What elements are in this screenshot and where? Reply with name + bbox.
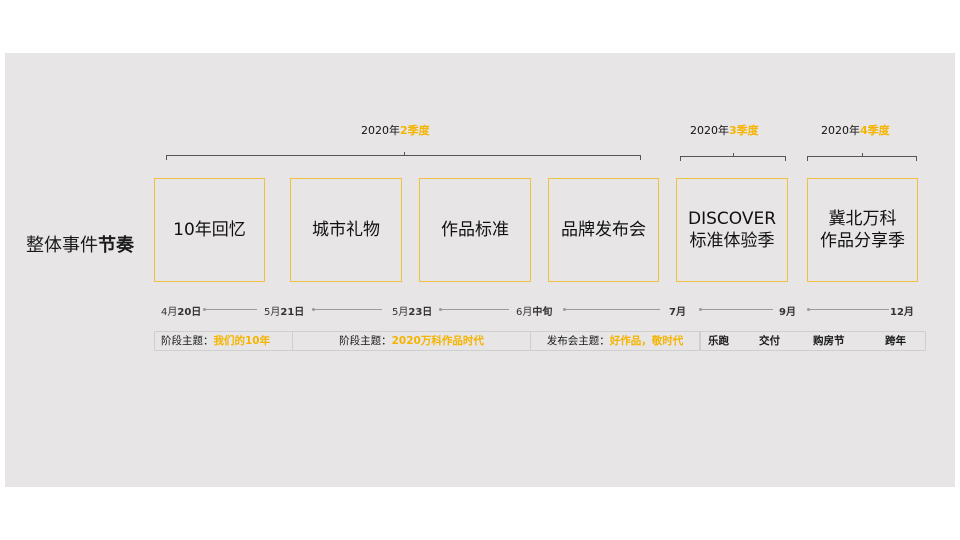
timeline-line — [203, 307, 257, 311]
theme-cell-phase1: 阶段主题：我们的10年 — [155, 332, 293, 350]
slide-panel — [5, 53, 955, 487]
event-box-city-gift: 城市礼物 — [290, 178, 402, 282]
date-apr20: 4月20日 — [161, 307, 202, 318]
activity-run: 乐跑 — [708, 335, 729, 347]
date-dec: 12月 — [890, 307, 914, 318]
timeline-line — [807, 307, 889, 311]
activity-delivery: 交付 — [759, 335, 780, 347]
quarter-label-q4: 2020年4季度 — [821, 124, 890, 137]
bracket-q2 — [166, 152, 641, 160]
event-box-jibei-vanke: 冀北万科作品分享季 — [807, 178, 918, 282]
timeline-line — [699, 307, 773, 311]
date-may21: 5月21日 — [264, 307, 305, 318]
quarter-label-q2: 2020年2季度 — [361, 124, 430, 137]
date-jun-mid: 6月中旬 — [516, 307, 553, 318]
event-box-10yr-memory: 10年回忆 — [154, 178, 265, 282]
theme-cell-phase2: 阶段主题：2020万科作品时代 — [293, 332, 531, 350]
event-box-brand-launch: 品牌发布会 — [548, 178, 659, 282]
quarter-label-q3: 2020年3季度 — [690, 124, 759, 137]
activity-new-year: 跨年 — [885, 335, 906, 347]
bracket-q4 — [807, 153, 917, 161]
event-box-work-standard: 作品标准 — [419, 178, 531, 282]
bracket-q3 — [680, 153, 786, 161]
theme-cell-launch: 发布会主题：好作品，敬时代 — [546, 335, 684, 347]
timeline-line — [563, 307, 660, 311]
timeline-line — [312, 307, 382, 311]
section-title: 整体事件节奏 — [26, 235, 134, 256]
date-jul: 7月 — [669, 307, 686, 318]
activity-row: 乐跑 交付 购房节 跨年 — [700, 331, 926, 351]
date-sep: 9月 — [779, 307, 796, 318]
date-may23: 5月23日 — [392, 307, 433, 318]
timeline-line — [439, 307, 509, 311]
theme-row: 阶段主题：我们的10年 阶段主题：2020万科作品时代 发布会主题：好作品，敬时… — [154, 331, 700, 351]
activity-home-buying-fest: 购房节 — [813, 335, 845, 347]
